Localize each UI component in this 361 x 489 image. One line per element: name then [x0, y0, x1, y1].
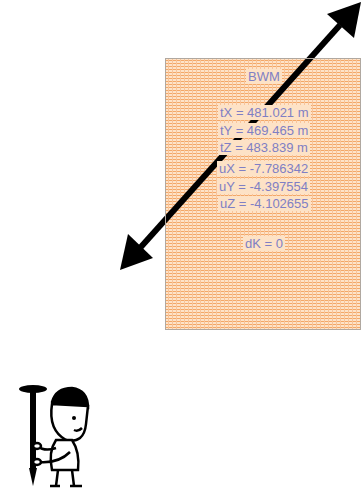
survey-pole: [19, 385, 47, 486]
panel-fill: [165, 58, 361, 330]
panel-value: uZ = -4.102655: [218, 196, 311, 211]
info-panel: BWM tX = 481.021 m tY = 469.465 m tZ = 483.…: [165, 58, 361, 330]
panel-value: uY = -4.397554: [217, 179, 310, 194]
panel-value: tZ = 483.839 m: [218, 140, 310, 155]
panel-value: dK = 0: [243, 236, 285, 251]
surveyor: [33, 388, 88, 486]
panel-value: tX = 481.021 m: [218, 105, 311, 120]
panel-value: uX = -7.786342: [217, 161, 310, 176]
arrow-head: [327, 2, 361, 38]
panel-heading: BWM: [246, 69, 282, 84]
arrow-head: [120, 234, 153, 270]
panel-value: tY = 469.465 m: [218, 123, 310, 138]
